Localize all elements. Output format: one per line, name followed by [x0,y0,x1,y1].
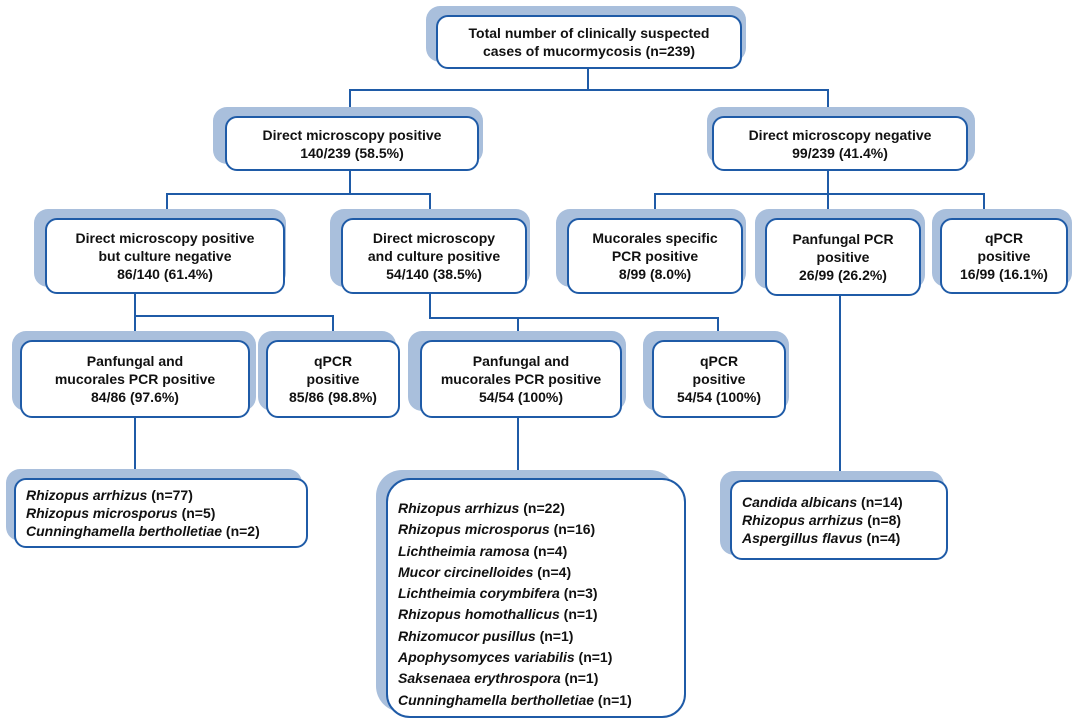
species-3-2: Aspergillus flavus (n=4) [742,530,901,546]
species-2-5: Rhizopus homothallicus (n=1) [398,606,598,623]
qpcr-1-line2: positive [306,371,360,387]
root-line1: Total number of clinically suspected [468,25,710,41]
species-1-2: Cunninghamella bertholletiae (n=2) [26,523,260,539]
pan-muc-pcr-2-line3: 54/54 (100%) [478,389,564,405]
species-2-8: Saksenaea erythrospora (n=1) [398,670,599,687]
species-2-7: Apophysomyces variabilis (n=1) [398,649,613,666]
mucorales-pcr-line1: Mucorales specific [592,230,718,246]
species-2-2: Lichtheimia ramosa (n=4) [398,542,568,559]
pan-muc-pcr-2-line1: Panfungal and [472,353,570,369]
species-1-1: Rhizopus microsporus (n=5) [26,505,216,521]
dm-culture-pos-line2: and culture positive [367,248,501,264]
species-3-0: Candida albicans (n=14) [742,494,903,510]
connector-root [349,67,829,117]
qpcr-2-line2: positive [692,371,746,387]
pan-muc-pcr-1-line3: 84/86 (97.6%) [91,389,179,405]
dm-culture-pos-line1: Direct microscopy [372,230,496,246]
qpcr-2-line3: 54/54 (100%) [676,389,762,405]
species-2-1: Rhizopus microsporus (n=16) [398,521,596,538]
mucorales-pcr-line2: PCR positive [611,248,699,264]
mucorales-pcr-line3: 8/99 (8.0%) [618,266,692,282]
connector-dm-pos-culture-neg [134,293,334,341]
qpcr-1-line1: qPCR [313,353,353,369]
connector-dm-negative [654,170,985,219]
connector-dm-positive [166,170,431,219]
qpcr-2-line1: qPCR [699,353,739,369]
dm-positive-line1: Direct microscopy positive [262,126,442,143]
dm-negative-line2: 99/239 (41.4%) [792,144,888,161]
qpcr-neg-branch-line2: positive [977,248,1031,264]
dm-pos-culture-neg-line1: Direct microscopy positive [75,230,255,246]
species-2-4: Lichtheimia corymbifera (n=3) [398,585,598,602]
qpcr-1-line3: 85/86 (98.8%) [289,389,377,405]
dm-pos-culture-neg-line3: 86/140 (61.4%) [117,266,213,282]
species-2-6: Rhizomucor pusillus (n=1) [398,627,574,644]
connector-dm-culture-pos [429,293,719,341]
dm-negative-line1: Direct microscopy negative [748,126,932,143]
species-2-3: Mucor circinelloides (n=4) [398,563,572,580]
species-3-1: Rhizopus arrhizus (n=8) [742,512,902,528]
root-line2: cases of mucormycosis (n=239) [482,43,696,59]
species-2-9: Cunninghamella bertholletiae (n=1) [398,691,632,708]
pan-muc-pcr-2-line2: mucorales PCR positive [440,371,602,387]
species-2-0: Rhizopus arrhizus (n=22) [398,500,565,516]
dm-culture-pos-line3: 54/140 (38.5%) [386,266,482,282]
pan-muc-pcr-1-line1: Panfungal and [86,353,184,369]
species-1-0: Rhizopus arrhizus (n=77) [26,487,193,503]
qpcr-neg-branch-line1: qPCR [984,230,1024,246]
pan-muc-pcr-1-line2: mucorales PCR positive [54,371,216,387]
panfungal-pcr-line3: 26/99 (26.2%) [799,267,887,283]
qpcr-neg-branch-line3: 16/99 (16.1%) [960,266,1048,282]
dm-positive-line2: 140/239 (58.5%) [300,144,404,161]
panfungal-pcr-line1: Panfungal PCR [792,231,894,247]
panfungal-pcr-line2: positive [816,249,870,265]
dm-pos-culture-neg-line2: but culture negative [98,248,232,264]
